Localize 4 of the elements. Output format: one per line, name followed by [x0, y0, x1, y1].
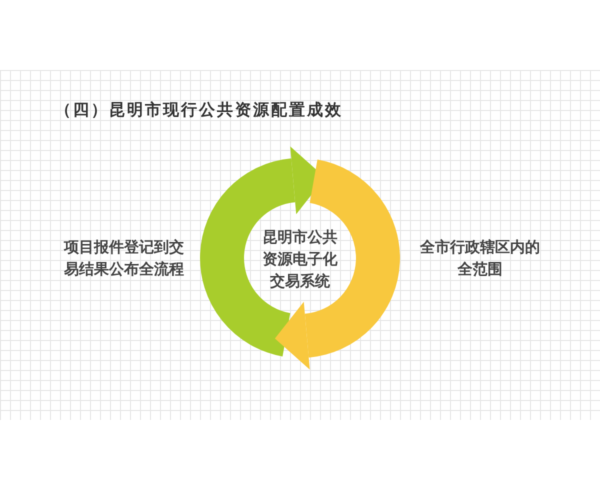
note-text: 全市行政辖区内的全范围: [418, 237, 541, 280]
center-text: 昆明市公共资源电子化交易系统: [260, 226, 340, 292]
note-text: 项目报件登记到交易结果公布全流程: [62, 237, 185, 280]
title: （四）昆明市现行公共资源配置成效: [55, 100, 343, 121]
